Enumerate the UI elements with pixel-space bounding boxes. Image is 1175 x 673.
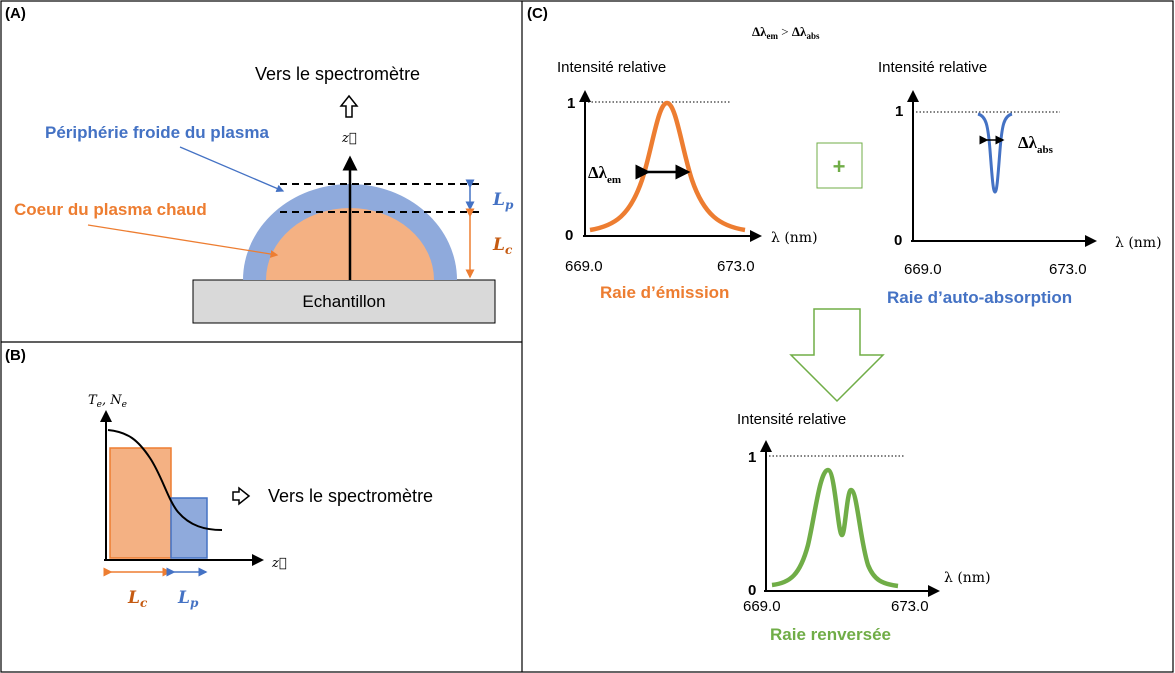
core-bar — [109, 447, 172, 559]
panel-a-to-spectrometer: Vers le spectromètre — [255, 64, 420, 84]
emission-line — [589, 100, 746, 233]
lp-label: Lp — [492, 190, 514, 212]
reversed-caption: Raie renversée — [770, 625, 891, 644]
core-pointer — [87, 224, 279, 258]
emission-x-max: 673.0 — [717, 258, 755, 275]
b-z-axis-label: z⃗ — [271, 556, 287, 571]
reversed-y-title: Intensité relative — [737, 411, 846, 428]
absorption-plot: Intensité relative 1 0 Δλabs λ (nm) 669.… — [878, 59, 1162, 307]
emission-plot: Intensité relative 1 0 Δλem λ (nm) 669.0… — [557, 59, 818, 302]
emission-width-label: Δλem — [588, 163, 621, 186]
absorption-width-label: Δλabs — [1018, 133, 1054, 156]
reversed-line — [771, 467, 899, 589]
core-label: Coeur du plasma chaud — [14, 200, 207, 219]
absorption-y-title: Intensité relative — [878, 59, 987, 76]
absorption-x-min: 669.0 — [904, 261, 942, 278]
absorption-line — [977, 112, 1013, 194]
plus-sign: + — [833, 154, 846, 179]
b-lc-label: Lc — [127, 588, 148, 610]
sample-label: Echantillon — [302, 292, 385, 311]
absorption-caption: Raie d’auto-absorption — [887, 288, 1072, 307]
panel-a: (A) Vers le spectromètre Echantillon z⃗ … — [5, 5, 514, 324]
absorption-x-label: λ (nm) — [1115, 235, 1162, 251]
panel-c-label: (C) — [527, 5, 548, 22]
reversed-y-max: 1 — [748, 449, 756, 466]
big-down-arrow-icon — [789, 308, 885, 403]
absorption-y-zero: 0 — [894, 232, 902, 249]
sample-block — [192, 279, 496, 324]
profile-curve — [107, 429, 223, 531]
plus-box — [816, 142, 863, 189]
hollow-right-arrow-icon — [232, 486, 251, 506]
absorption-y-max: 1 — [895, 103, 903, 120]
b-lp-label: Lp — [177, 588, 199, 610]
lc-label: Lc — [492, 235, 513, 257]
panel-b: (B) Te, Ne z⃗ Vers le spectromètre Lc Lp — [5, 347, 433, 610]
periphery-label: Périphérie froide du plasma — [45, 123, 269, 142]
hollow-up-arrow-icon — [339, 94, 359, 118]
reversed-x-min: 669.0 — [743, 598, 781, 615]
panel-b-label: (B) — [5, 347, 26, 364]
emission-y-zero: 0 — [565, 227, 573, 244]
periphery-pointer — [179, 146, 285, 193]
panel-b-to-spectrometer: Vers le spectromètre — [268, 486, 433, 506]
emission-y-title: Intensité relative — [557, 59, 666, 76]
reversed-y-zero: 0 — [748, 582, 756, 599]
absorption-x-max: 673.0 — [1049, 261, 1087, 278]
z-axis-label: z⃗ — [341, 131, 357, 146]
linewidth-relation: Δλem > Δλabs — [752, 24, 820, 41]
panel-c: (C) Δλem > Δλabs Intensité relative 1 0 … — [527, 5, 1162, 644]
te-ne-label: Te, Ne — [88, 393, 127, 410]
panel-a-label: (A) — [5, 5, 26, 22]
reversed-plot: Intensité relative 1 0 λ (nm) 669.0 673.… — [737, 411, 991, 644]
reversed-x-max: 673.0 — [891, 598, 929, 615]
emission-x-label: λ (nm) — [771, 230, 818, 246]
emission-y-max: 1 — [567, 95, 575, 112]
reversed-x-label: λ (nm) — [944, 570, 991, 586]
emission-caption: Raie d’émission — [600, 283, 729, 302]
emission-x-min: 669.0 — [565, 258, 603, 275]
